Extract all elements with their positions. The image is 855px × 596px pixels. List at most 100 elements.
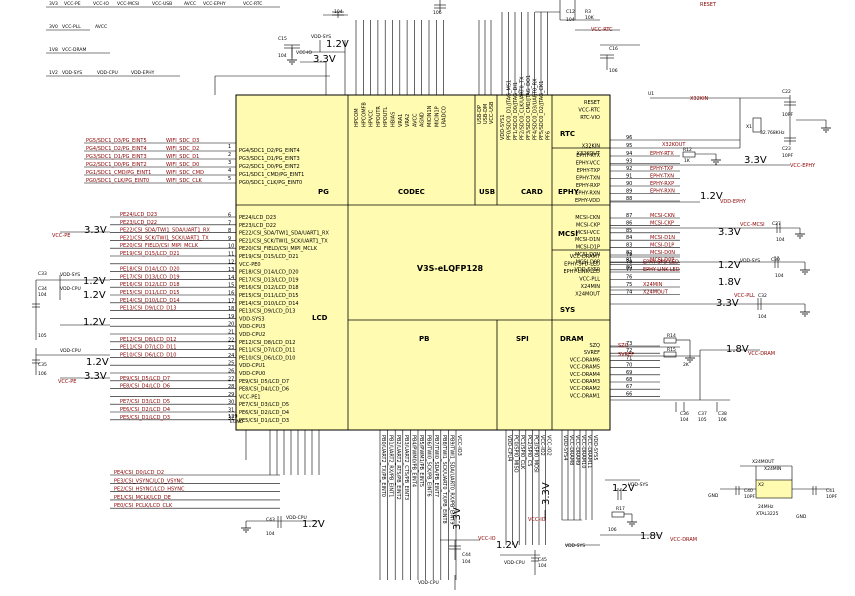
net-x32kin: X32KIN [690,96,709,102]
net-vdd-ephy: VDD-EPHY [720,199,747,205]
dram-bottom-1: VCC-DRAM8 [568,435,574,465]
lcd-net-7: PE18/CSI_D14/LCD_D20 [120,267,180,273]
lcd-inner-26: PE5/CSI_D1/LCD_D3 [239,418,289,424]
lcd-inner-1: PE23/LCD_D22 [239,223,276,229]
net-vdd-cpu-pb: VDD-CPU [418,580,439,586]
lcd-pin-5: 11 [228,252,234,258]
dram-bottom-2: VCC-DRAM9 [574,435,580,465]
net-vdd-cpu-lcd: VDD-CPU [60,286,81,292]
lcd-pin-11: 17 [228,298,234,304]
sys-inner-0: VCC-DRAM7 [570,254,600,260]
net-vdd-sys-lcd: VDD-SYS [60,272,80,278]
lcd-inner-11: PE14/CSI_D10/LCD_D14 [239,301,299,307]
dram-pin-5: 68 [626,377,632,383]
usb-pin-0: USB-DP [477,105,483,124]
c37-value: 105 [698,417,707,423]
ephy-inner-5: EPHY-RXN [575,191,600,197]
sys-pin-1: 78 [626,260,632,266]
net-vcc-dram-bot: VCC-DRAM [670,537,697,543]
lcd-pin-26: 32 [228,415,234,421]
ephy-pin-0: 94 [626,151,632,157]
lcd-inner-18: PE10/CSI_D6/LCD_D10 [239,355,295,361]
sys-inner-5: X24MOUT [575,292,601,298]
pwr-avcc: AVCC [184,1,196,7]
lcd-inner-2: PE22/CSI_SDA/TWI1_SDA/UART1_RX [239,231,329,237]
ephy-net-4: EPHY-RXP [650,181,674,187]
rtc-pin-0: 96 [626,135,632,141]
mcsi-net-4: MCSI-D1P [650,243,674,249]
spi-pin-1: PC0/SPI0_MISO [513,435,519,473]
lcd-inner-3: PE21/CSI_SCK/TWI1_SCK/UART1_TX [239,238,328,244]
mcsi-pin-2: 85 [626,228,632,234]
net-vcc-io-pb: VCC-IO [478,536,496,542]
r15-label: R15 [667,347,676,353]
pg-pin-3: 4 [228,168,231,174]
pwr-vcc-usb: VCC-USB [152,1,172,7]
pb-pin-7: PB7/TWI0_SDA/PB_EINT7 [433,435,439,497]
rtc-inner-3: X32KIN [582,144,601,150]
c38-value: 106 [718,417,727,423]
ephy-pin-1: 93 [626,159,632,165]
x2-pin: X2 [758,482,764,488]
ephy-inner-0: EPHY-RTX [576,153,600,159]
c44-value: 104 [462,559,471,565]
lcd-pin-21: 27 [228,376,234,382]
lcd-inner-9: PE16/CSI_D12/LCD_D18 [239,285,299,291]
lcd-inner-20: VDD-CPU0 [239,371,265,377]
volt-1v2-lcd-c: 1.2V [83,317,106,328]
dram-pin-3: 70 [626,363,632,369]
net-svref: SVREF [618,352,634,358]
dram-inner-0: SZQ [589,343,600,349]
lcd-net-18: PE10/CSI_D6/LCD_D10 [120,352,176,358]
sys-inner-4: X24MIN [581,284,601,290]
c16-value: 106 [609,68,618,74]
pg-pin-4: 5 [228,176,231,182]
lcd-net-1: PE23/LCD_D22 [120,220,157,226]
lcd-inner-5: PE19/CSI_D15/LCD_D21 [239,254,299,260]
lcd-inner-25: PE6/CSI_D2/LCD_D4 [239,410,289,416]
dram-bottom-4: VCC-DRAM11 [586,435,592,468]
volt-3v3-ephy: 3.3V [744,155,767,166]
lcd-pin-0: 6 [228,213,231,219]
pg-inner-1: PG3/SDC1_D1/PG_EINT3 [239,156,300,162]
net-vcc-io-spi: VCC-IO [528,517,546,523]
usb-pin-2: VCC-USB [489,101,495,124]
net-vdd-sys-bot2: VDD-SYS [565,543,585,549]
c30-value: 104 [775,273,784,279]
lcd-bottom-0: PE4/CSI_D0/LCD_D2 [114,470,164,476]
pg-net-5: PG0/SDC1_CLK/PG_EINT0 [86,178,149,184]
c41-label: C41 [826,488,835,494]
pb-pin-4: PB4/PWM0/PB_EINT4 [410,435,416,487]
dram-pin-2: 71 [626,355,632,361]
volt-1v2-ephy: 1.2V [700,191,723,202]
sys-inner-3: VCC-PLL [579,277,600,283]
mcsi-net-1: MCSI-CKP [650,220,674,226]
volt-3v3-lcd-a: 3.3V [84,225,107,236]
lcd-pin-14: 20 [228,322,234,328]
lcd-pin-25: 31 [228,408,234,414]
sys-pin-2: 77 [626,267,632,273]
block-codec: CODEC [398,188,425,196]
lcd-net-22: PE8/CSI_D4/LCD_D6 [120,384,170,390]
gnd-right-xtal: GND [796,514,807,520]
card-pin-1: PF0/SDC0_D1/JTAG_MS1 [507,80,513,140]
dram-pin-4: 69 [626,370,632,376]
volt-3v3-spi: 3.3V [541,482,552,505]
c45-value: 104 [538,563,547,569]
mcsi-pin-7: 80 [626,265,632,271]
pg-net-1: PG4/SDC1_D2/PG_EINT4 [86,146,147,152]
dram-bottom-0: VDD-SYS4 [562,435,568,461]
card-pin-3: PF2/SDC0_CLK/UART0_TX [520,76,526,140]
rtc-inner-2: RTC-VIO [580,115,600,121]
net-x32kout: X32KOUT [662,142,686,148]
pg-wifi-4: WIFI_SDC_CMD [166,170,204,176]
spi-pin-2: PC1/SPI0_CLK [519,435,525,470]
lcd-inner-17: PE11/CSI_D7/LCD_D11 [239,348,295,354]
mcsi-inner-1: MCSI-CKP [576,222,600,228]
pb-pin-10: VCC-IO3 [456,435,462,456]
block-pb: PB [419,335,429,343]
c27-label: C27 [772,221,781,227]
volt-3v3-pb: 3.3V [452,507,463,530]
